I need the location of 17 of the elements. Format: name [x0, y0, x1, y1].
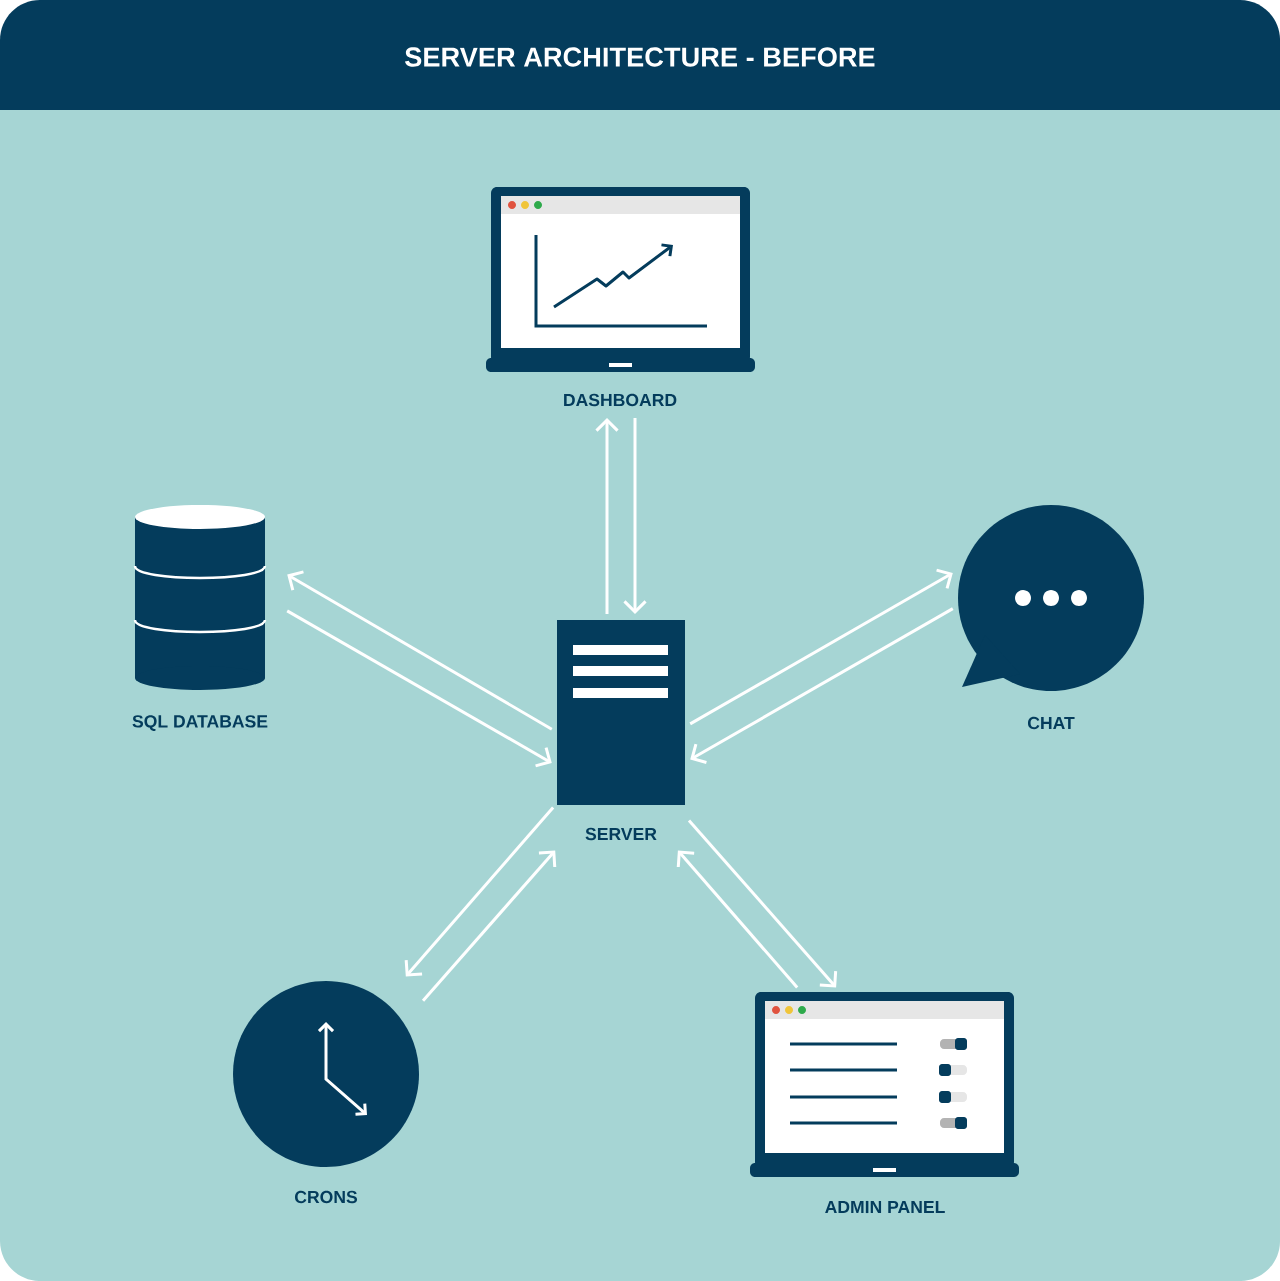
- node-label: CRONS: [295, 1190, 358, 1204]
- node-label: CHAT: [1028, 716, 1075, 730]
- arrow: [286, 609, 552, 768]
- arrow: [623, 418, 647, 614]
- arrow: [687, 819, 838, 988]
- title-bar: SERVER ARCHITECTURE - BEFORE: [0, 0, 1280, 110]
- arrow: [404, 806, 555, 977]
- arrow: [421, 850, 557, 1002]
- arrow: [676, 850, 799, 989]
- node-label: ADMIN PANEL: [825, 1200, 945, 1214]
- node-label: SERVER: [585, 827, 657, 841]
- arrow: [689, 568, 953, 726]
- arrow: [287, 570, 553, 731]
- arrow: [595, 418, 619, 614]
- arrow: [690, 607, 954, 764]
- node-label: DASHBOARD: [564, 393, 677, 407]
- node-label: SQL DATABASE: [132, 715, 268, 731]
